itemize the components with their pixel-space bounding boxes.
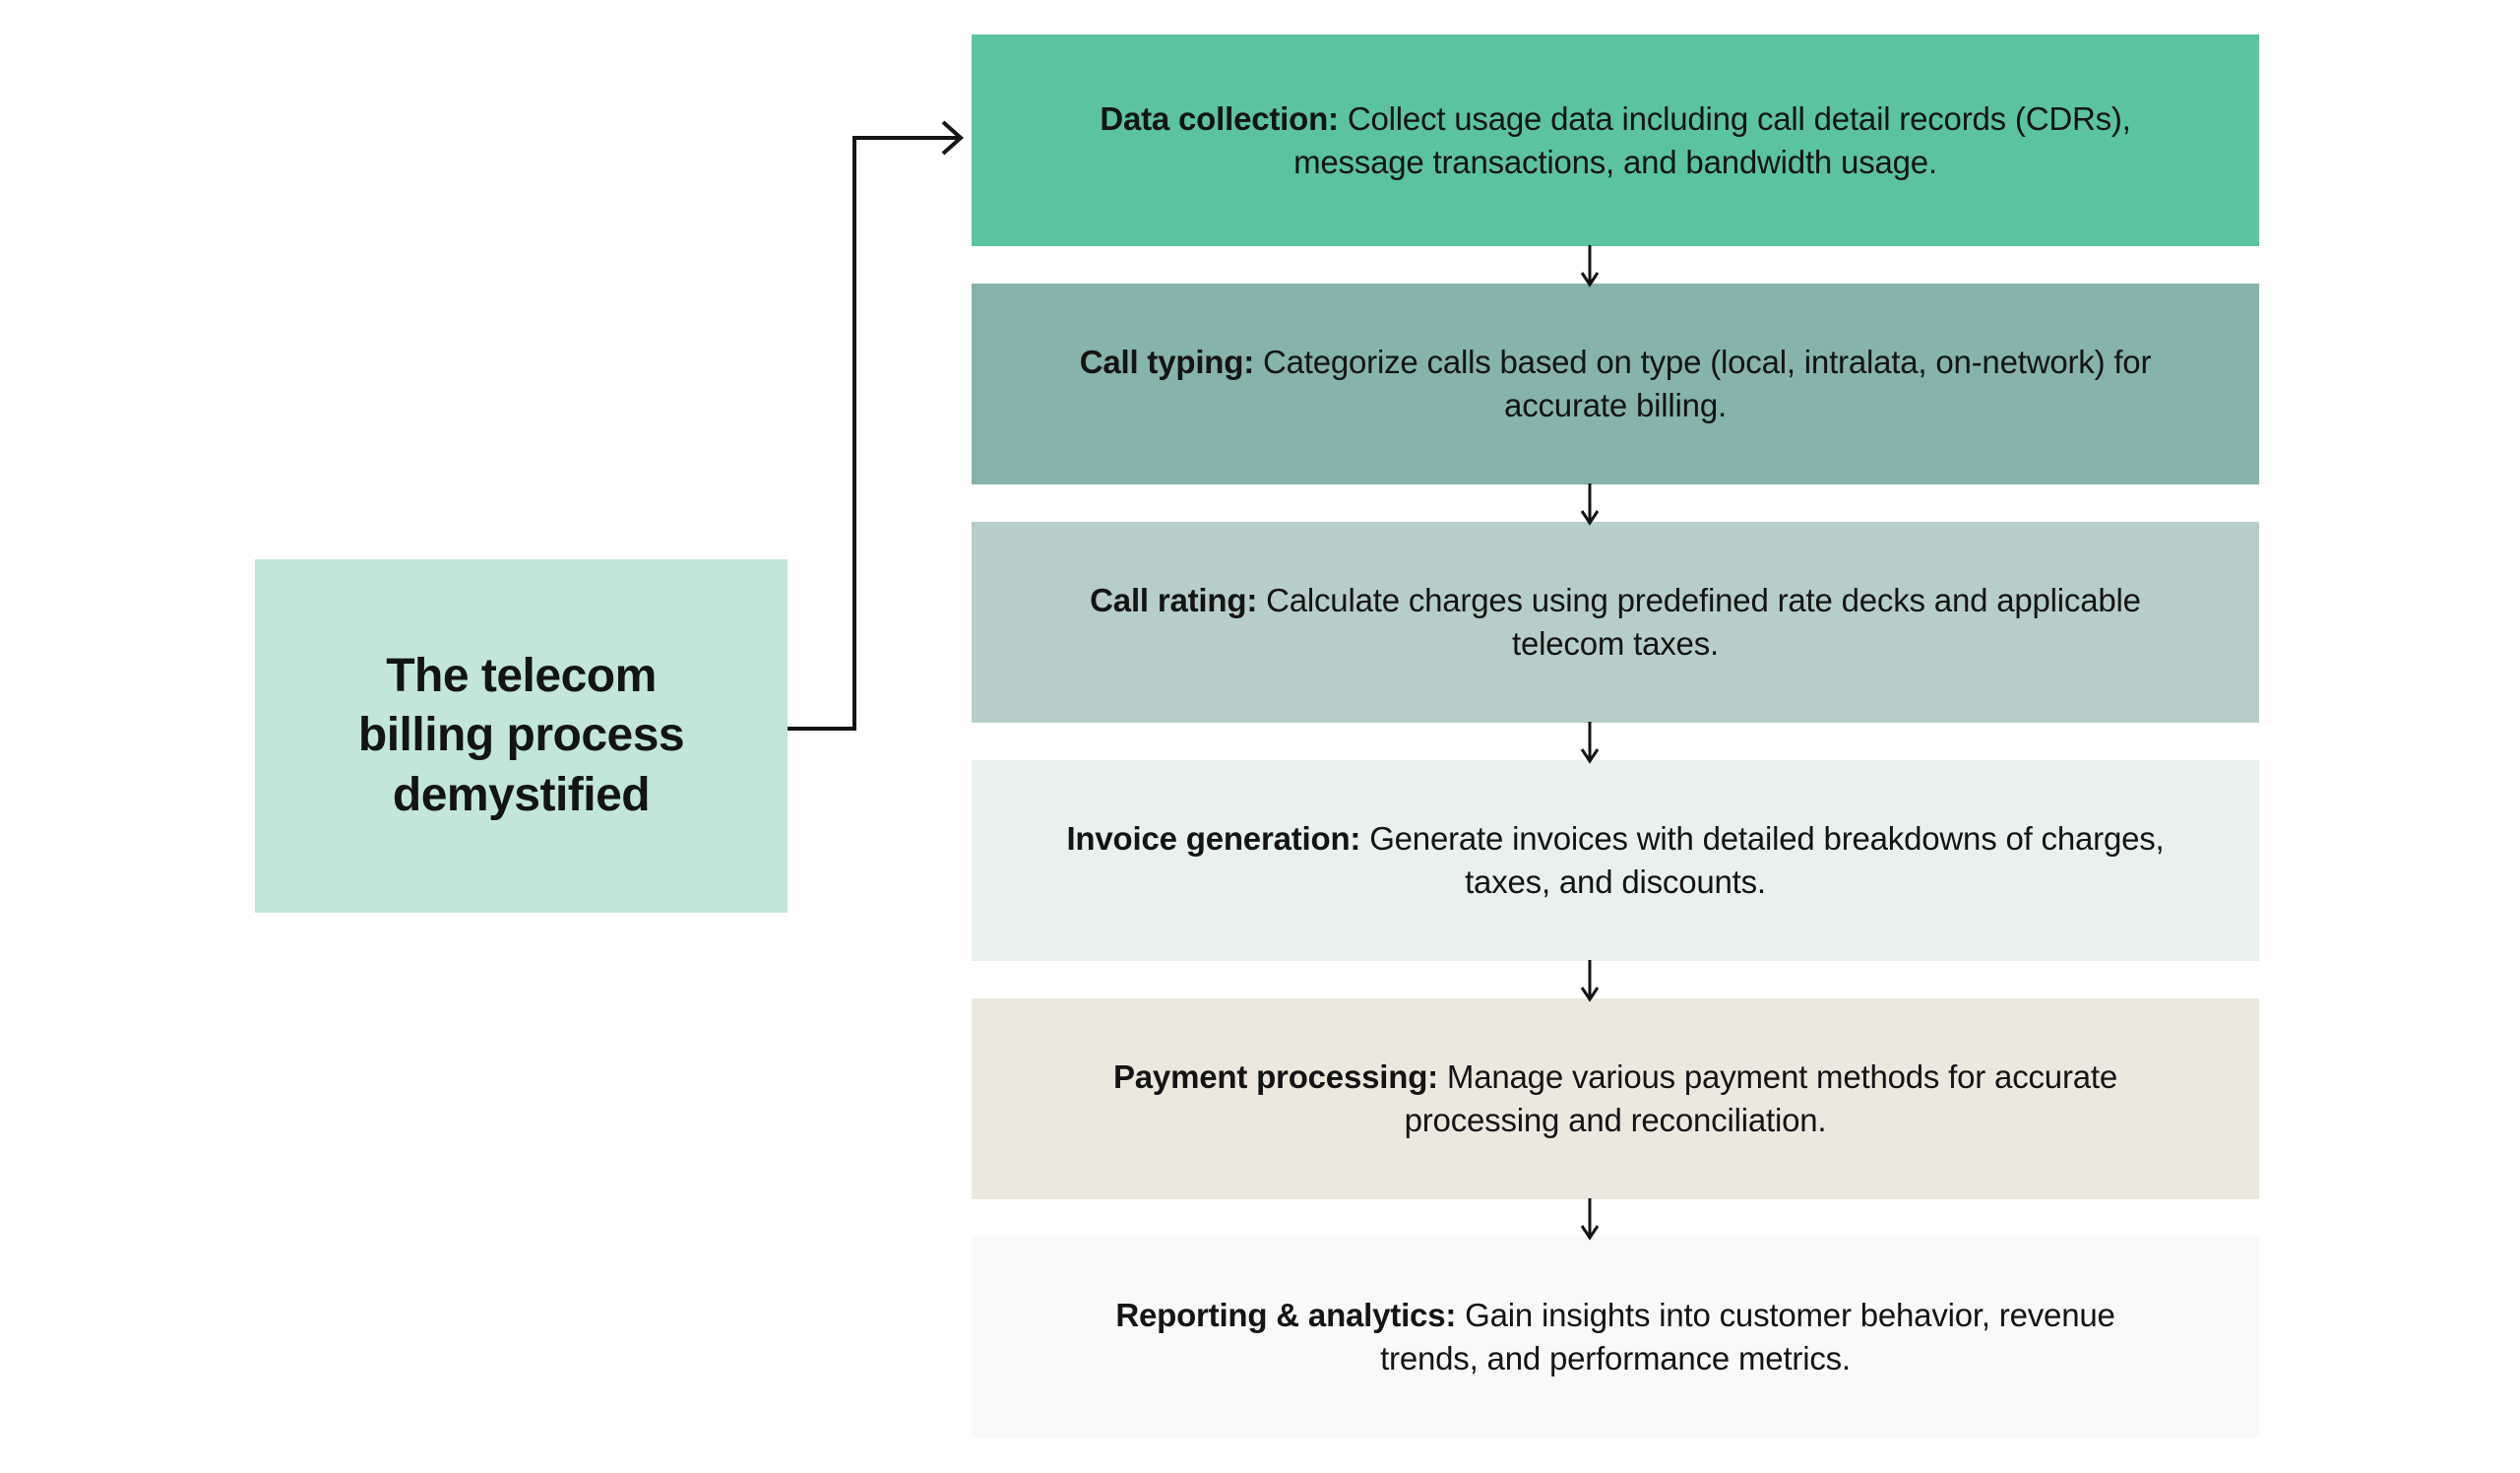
step-text: Reporting & analytics: Gain insights int… — [1064, 1294, 2167, 1380]
step-label: Call typing: — [1079, 344, 1254, 381]
step-text: Invoice generation: Generate invoices wi… — [1064, 817, 2167, 904]
steps-column: Data collection: Collect usage data incl… — [972, 34, 2259, 1438]
title-box: The telecom billing process demystified — [255, 559, 788, 913]
down-arrow-icon — [1580, 960, 1600, 1002]
step-description: Collect usage data including call detail… — [1293, 99, 2131, 180]
down-arrow-icon — [1580, 722, 1600, 764]
step-label: Payment processing: — [1112, 1058, 1438, 1096]
step-text: Call rating: Calculate charges using pre… — [1064, 579, 2167, 666]
step-call-rating: Call rating: Calculate charges using pre… — [972, 522, 2259, 723]
step-label: Data collection: — [1100, 99, 1339, 137]
step-text: Payment processing: Manage various payme… — [1064, 1056, 2167, 1142]
step-description: Categorize calls based on type (local, i… — [1262, 344, 2152, 423]
step-label: Call rating: — [1090, 582, 1258, 619]
connector-line — [788, 136, 961, 731]
elbow-connector-arrow — [788, 120, 965, 731]
step-description: Generate invoices with detailed breakdow… — [1369, 820, 2165, 900]
flow-gap — [972, 960, 2259, 1002]
step-payment-processing: Payment processing: Manage various payme… — [972, 998, 2259, 1199]
step-invoice-generation: Invoice generation: Generate invoices wi… — [972, 760, 2259, 961]
step-description: Manage various payment methods for accu­… — [1404, 1058, 2118, 1138]
flow-gap — [972, 483, 2259, 526]
step-description: Calculate charges using predefined rate … — [1266, 582, 2141, 662]
step-call-typing: Call typing: Categorize calls based on t… — [972, 284, 2259, 484]
down-arrow-icon — [1580, 1198, 1600, 1241]
diagram-title: The telecom billing process demystified — [357, 649, 685, 821]
step-data-collection: Data collection: Collect usage data incl… — [972, 34, 2259, 246]
flow-gap — [972, 1198, 2259, 1241]
flow-gap — [972, 722, 2259, 764]
step-text: Call typing: Categorize calls based on t… — [1064, 341, 2167, 427]
down-arrow-icon — [1580, 483, 1600, 526]
flow-gap — [972, 245, 2259, 288]
connector-arrowhead-icon — [941, 120, 965, 156]
step-label: Invoice generation: — [1066, 820, 1361, 858]
step-reporting-analytics: Reporting & analytics: Gain insights int… — [972, 1237, 2259, 1438]
down-arrow-icon — [1580, 245, 1600, 288]
step-label: Reporting & analytics: — [1115, 1297, 1457, 1334]
step-text: Data collection: Collect usage data incl… — [1064, 97, 2167, 184]
step-description: Gain insights into customer behavior, re… — [1380, 1297, 2115, 1377]
